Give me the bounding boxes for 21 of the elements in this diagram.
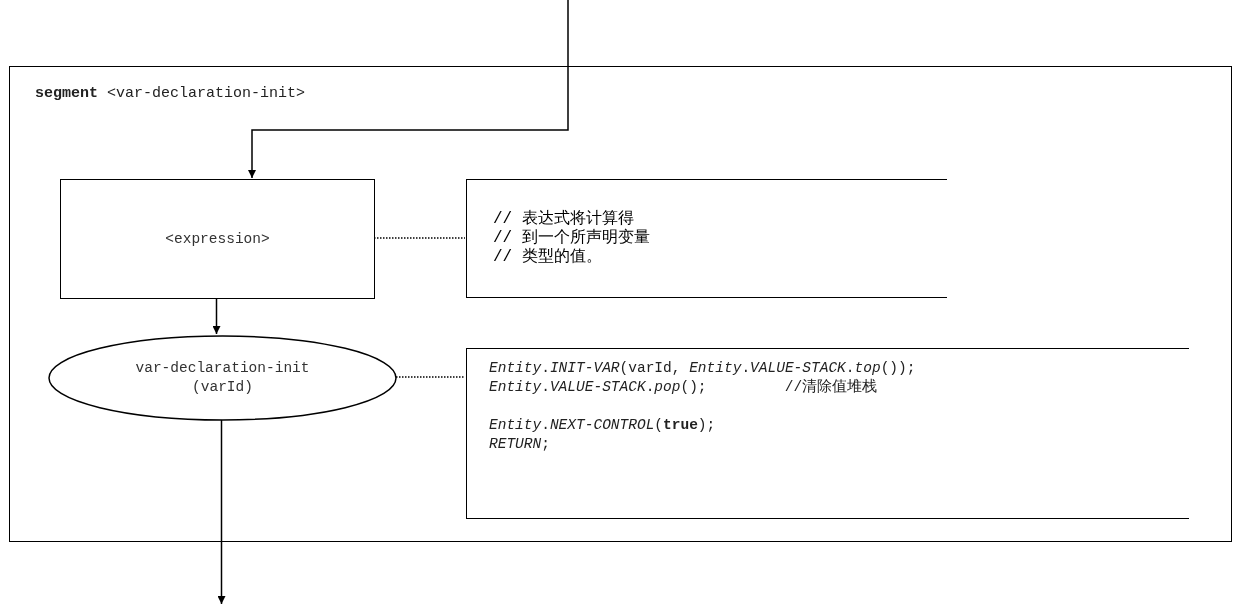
arrow <box>248 0 569 179</box>
arrow <box>217 419 226 605</box>
comment-line: // 类型的值。 <box>493 248 603 267</box>
code-line: RETURN; <box>489 435 551 454</box>
code-bracket <box>466 348 1189 519</box>
code-line: Entity.INIT-VAR(varId, Entity.VALUE-STACK.top()); <box>489 359 916 378</box>
comment-line: // 到一个所声明变量 <box>493 229 650 248</box>
process-box <box>60 179 375 299</box>
node-label: var-declaration-init <box>135 359 310 378</box>
dotted-connector <box>373 237 466 239</box>
segment-frame <box>9 66 1232 542</box>
dotted-connector <box>395 376 466 378</box>
code-line: Entity.NEXT-CONTROL(true); <box>489 416 717 435</box>
frame-title: segment <var-declaration-init> <box>35 85 306 102</box>
comment-line: // 表达式将计算得 <box>493 210 635 228</box>
process-ellipse <box>48 335 397 421</box>
arrow <box>212 297 221 335</box>
comment-bracket <box>466 179 947 298</box>
node-label: (varId) <box>192 378 253 397</box>
code-line: Entity.VALUE-STACK.pop(); //清除值堆栈 <box>489 378 879 397</box>
node-label: <expression> <box>165 229 270 249</box>
